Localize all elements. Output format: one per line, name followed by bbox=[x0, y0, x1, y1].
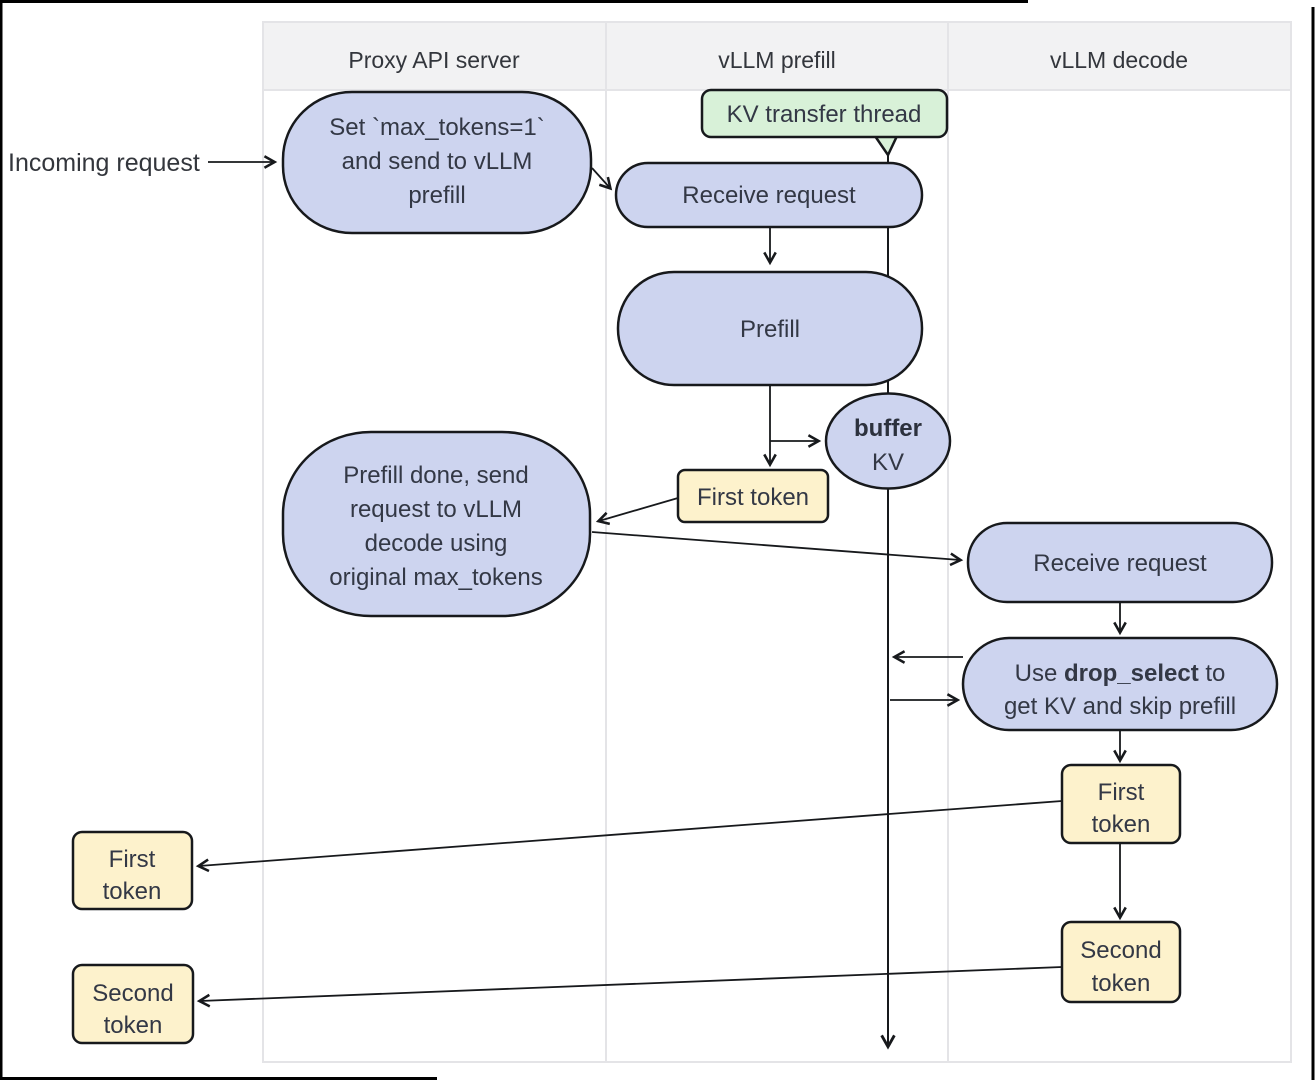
drop-select-line1-b: drop_select bbox=[1064, 660, 1199, 687]
node-buffer-kv: buffer KV bbox=[824, 392, 952, 490]
first-token-decode-shape bbox=[1060, 763, 1182, 845]
second-token-decode-line1: Second bbox=[1080, 937, 1161, 964]
node-kv-transfer-thread: KV transfer thread bbox=[700, 88, 949, 158]
prefill-done-line3: decode using bbox=[365, 530, 508, 557]
second-token-out-shape bbox=[71, 963, 195, 1045]
drop-select-line1: Use drop_select to bbox=[1015, 660, 1226, 687]
node-first-token-prefill: First token bbox=[676, 468, 830, 524]
node-first-token-out: First token bbox=[71, 830, 194, 911]
prefill-done-shape bbox=[281, 430, 592, 618]
first-token-prefill-label: First token bbox=[697, 484, 809, 511]
node-set-max-tokens: Set `max_tokens=1` and send to vLLM pref… bbox=[281, 90, 593, 235]
arrow-first-token-to-prefill-done bbox=[595, 497, 679, 526]
lane-header-prefill: vLLM prefill bbox=[718, 47, 836, 73]
lane-header-decode: vLLM decode bbox=[1050, 47, 1188, 73]
node-receive-request-prefill: Receive request bbox=[614, 161, 924, 229]
arrow-second-token-stream-out bbox=[196, 966, 1063, 1008]
node-drop-select: Use drop_select to get KV and skip prefi… bbox=[961, 636, 1279, 732]
frame-top bbox=[0, 0, 1028, 3]
frame-bottom bbox=[0, 1077, 437, 1080]
set-max-tokens-line1: Set `max_tokens=1` bbox=[329, 114, 544, 141]
buffer-kv-word-buffer: buffer bbox=[854, 415, 922, 442]
second-token-decode-line2: token bbox=[1092, 970, 1151, 997]
incoming-request-label: Incoming request bbox=[8, 149, 200, 177]
set-max-tokens-line2: and send to vLLM bbox=[342, 148, 533, 175]
node-receive-request-decode: Receive request bbox=[966, 521, 1274, 604]
first-token-out-line2: token bbox=[103, 878, 162, 905]
first-token-decode-line1: First bbox=[1098, 779, 1145, 806]
set-max-tokens-shape bbox=[281, 90, 593, 235]
prefill-done-line2: request to vLLM bbox=[350, 496, 522, 523]
frame-left bbox=[0, 0, 3, 1080]
node-second-token-out: Second token bbox=[71, 963, 195, 1045]
incoming-request: Incoming request bbox=[8, 149, 278, 177]
first-token-out-line1: First bbox=[109, 846, 156, 873]
second-token-decode-shape bbox=[1060, 920, 1182, 1004]
second-token-out-line2: token bbox=[104, 1012, 163, 1039]
node-first-token-decode: First token bbox=[1060, 763, 1182, 845]
receive-prefill-shape bbox=[614, 161, 924, 229]
arrow-set-to-receive bbox=[591, 167, 613, 191]
kv-thread-callout-shape bbox=[700, 88, 949, 139]
drop-select-line2: get KV and skip prefill bbox=[1004, 693, 1236, 720]
kv-thread-label: KV transfer thread bbox=[727, 101, 922, 128]
prefill-label: Prefill bbox=[740, 316, 800, 343]
drop-select-line1-c: to bbox=[1199, 660, 1226, 687]
node-second-token-decode: Second token bbox=[1060, 920, 1182, 1004]
node-prefill-done: Prefill done, send request to vLLM decod… bbox=[281, 430, 592, 618]
buffer-kv-word-kv: KV bbox=[872, 449, 904, 476]
prefill-done-line1: Prefill done, send bbox=[343, 462, 528, 489]
receive-prefill-label: Receive request bbox=[682, 182, 856, 209]
first-token-prefill-shape bbox=[676, 468, 830, 524]
second-token-out-line1: Second bbox=[92, 980, 173, 1007]
swimlanes: Proxy API server vLLM prefill vLLM decod… bbox=[262, 21, 1292, 1063]
kv-thread-callout-tail bbox=[872, 134, 899, 158]
buffer-kv-shape bbox=[824, 392, 952, 490]
lane-header-band bbox=[262, 21, 1292, 91]
first-token-out-shape bbox=[71, 830, 194, 911]
drop-select-line1-a: Use bbox=[1015, 660, 1064, 687]
prefill-done-line4: original max_tokens bbox=[329, 564, 542, 591]
node-prefill: Prefill bbox=[616, 270, 924, 387]
arrow-first-token-stream-out bbox=[195, 800, 1063, 873]
receive-decode-label: Receive request bbox=[1033, 550, 1207, 577]
arrow-prefill-done-to-receive-decode bbox=[591, 531, 964, 567]
frame-right bbox=[1311, 7, 1315, 1080]
first-token-decode-line2: token bbox=[1092, 811, 1151, 838]
lane-header-proxy: Proxy API server bbox=[348, 47, 520, 73]
set-max-tokens-line3: prefill bbox=[408, 182, 465, 209]
